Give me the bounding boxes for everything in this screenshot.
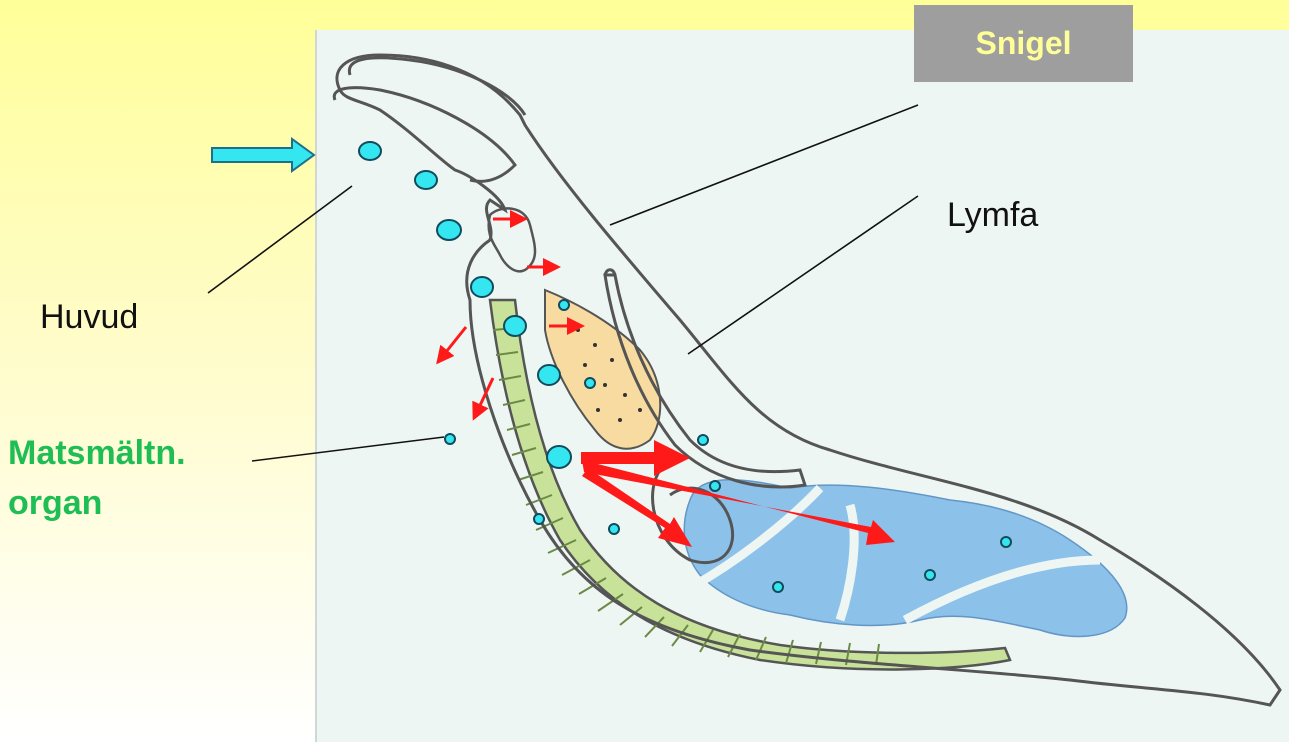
- title-badge: Snigel: [914, 5, 1133, 82]
- lymfa-label: Lymfa: [947, 196, 1038, 235]
- drawing-panel: [316, 30, 1289, 742]
- organ-label-line2: organ: [8, 478, 186, 528]
- input-arrow: [212, 139, 314, 171]
- digestive-organ-label: Matsmältn. organ: [8, 428, 186, 528]
- huvud-label: Huvud: [40, 298, 138, 337]
- organ-label-line1: Matsmältn.: [8, 428, 186, 478]
